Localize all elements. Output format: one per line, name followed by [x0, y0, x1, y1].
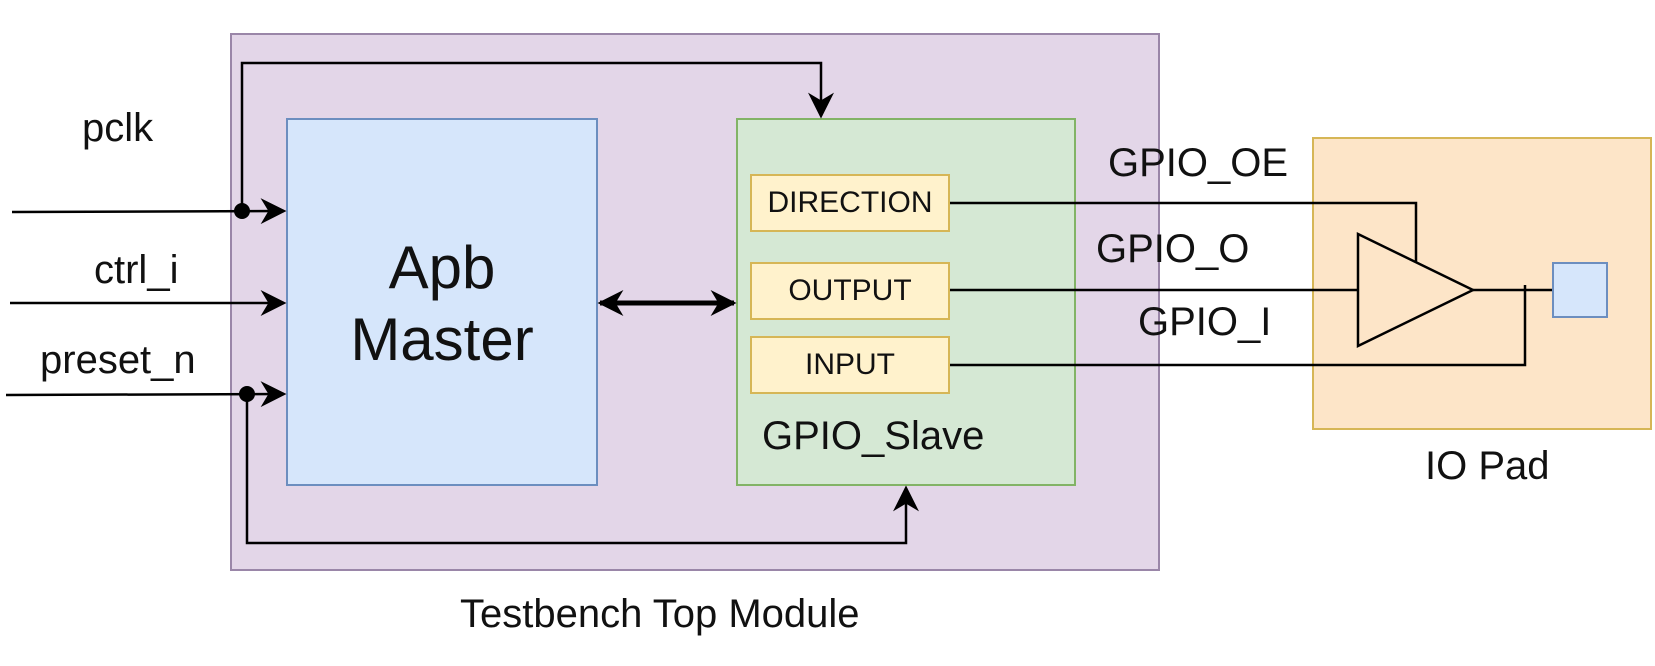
gpio-oe-wire — [950, 201, 1418, 262]
io-pad-label: IO Pad — [1425, 444, 1550, 488]
testbench-label: Testbench Top Module — [460, 592, 860, 636]
gpio-oe-label: GPIO_OE — [1108, 141, 1289, 185]
output-register: OUTPUT — [750, 262, 950, 320]
preset-to-gpio-wire — [245, 394, 919, 545]
preset-n-wire — [5, 381, 287, 408]
direction-register: DIRECTION — [750, 174, 950, 232]
gpio-slave-label: GPIO_Slave — [762, 414, 985, 458]
apb-master-title-line2: Master — [350, 306, 534, 373]
output-buffer-icon — [1356, 232, 1476, 348]
preset-n-label: preset_n — [40, 338, 196, 382]
pclk-label: pclk — [82, 106, 154, 150]
apb-master-title: Apb Master — [286, 232, 598, 376]
pclk-to-gpio-wire — [240, 61, 834, 211]
gpio-i-wire — [950, 285, 1527, 367]
apb-master-box — [286, 118, 598, 486]
input-register: INPUT — [750, 336, 950, 394]
gpio-i-label: GPIO_I — [1138, 300, 1272, 344]
pad-terminal — [1552, 262, 1608, 318]
ctrl-i-label: ctrl_i — [94, 248, 179, 292]
gpio-o-label: GPIO_O — [1096, 227, 1250, 271]
apb-master-title-line1: Apb — [388, 234, 496, 301]
